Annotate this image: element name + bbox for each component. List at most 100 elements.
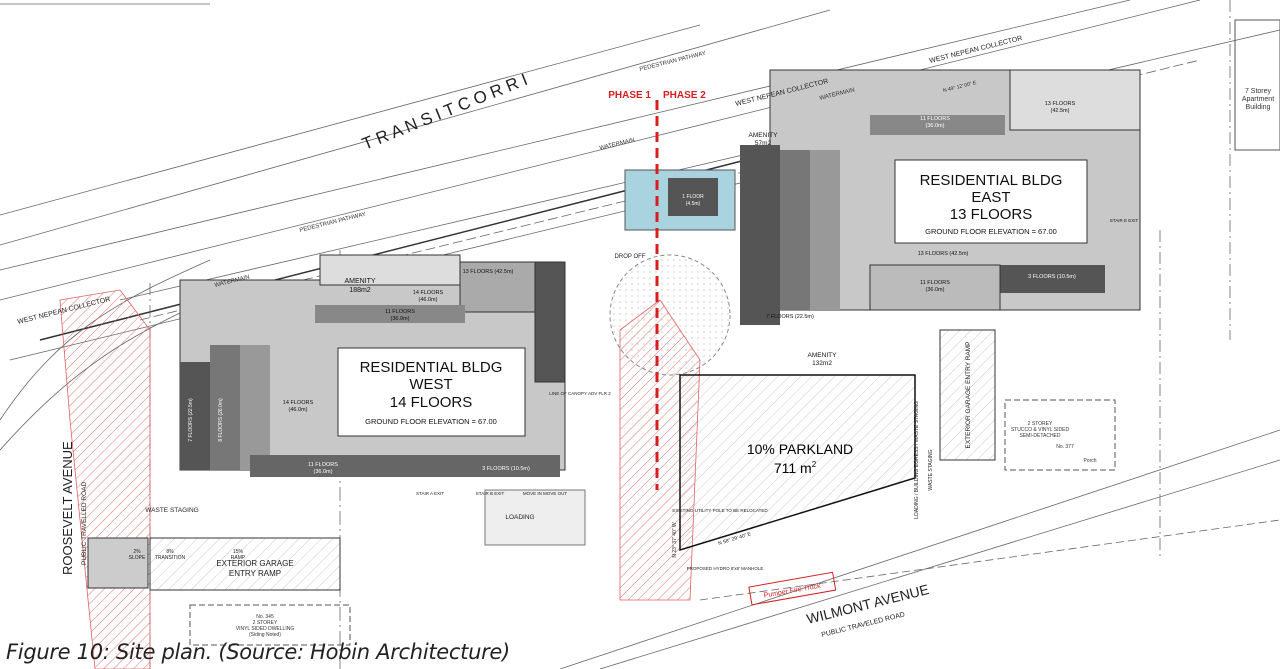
floors-label: (46.0m) <box>289 407 308 413</box>
floors-label: 14 FLOORS <box>413 290 444 296</box>
phase-1-label: PHASE 1 <box>608 90 651 101</box>
amenity-area: 57m2 <box>755 140 772 147</box>
east-building <box>740 69 1141 325</box>
floors-label: 7 FLOORS (22.5m) <box>766 314 814 320</box>
stair-label: STAIR B EXIT <box>476 491 505 496</box>
roosevelt-avenue-label: ROOSEVELT AVENUE <box>60 441 75 575</box>
floors-label: (36.0m) <box>314 469 333 475</box>
loading-area <box>484 489 586 546</box>
west-subtitle: WEST <box>409 376 452 393</box>
amenity-label: AMENITY <box>749 132 779 139</box>
floors-label: 1 FLOOR <box>682 194 704 200</box>
ramp-label: ENTRY RAMP <box>229 569 281 578</box>
address-label: No. 345 <box>256 614 274 620</box>
utility-note: EXISTING UTILITY POLE TO BE RELOCATED <box>672 508 768 513</box>
floors-label: 11 FLOORS <box>308 462 338 468</box>
floors-label: 7 FLOORS (22.5m) <box>188 398 194 442</box>
stair-label: STAIR E EXIT <box>1110 218 1139 223</box>
east-floors: 13 FLOORS <box>950 206 1033 223</box>
fire-truck: Pumper Fire Truck <box>748 571 837 606</box>
bearing-label: N 23° 37' 40" W <box>672 522 678 558</box>
waste-staging-label: WASTE STAGING <box>928 449 934 490</box>
west-ramp <box>149 537 341 591</box>
floors-label: (36.0m) <box>391 316 410 322</box>
west-elevation: GROUND FLOOR ELEVATION = 67.00 <box>365 417 497 426</box>
parkland-area: 711 m2 <box>774 460 817 476</box>
slope-area <box>87 537 149 589</box>
floors-label: 8 FLOORS (26.0m) <box>218 398 224 442</box>
east-ramp <box>939 329 996 461</box>
watermain-label: WATERMAIN <box>599 137 635 152</box>
ramp-percent-label: RAMP <box>231 555 246 561</box>
dwelling-label: SEMI-DETACHED <box>1019 433 1060 439</box>
transition-label: 8% <box>166 549 174 555</box>
phase-2-label: PHASE 2 <box>663 90 706 101</box>
dwelling-label: VINYL SIDED DWELLING <box>236 626 295 632</box>
slope-label: SLOPE <box>129 555 146 561</box>
floors-label: 13 FLOORS <box>1045 101 1076 107</box>
drop-off-circle <box>609 254 731 376</box>
stair-label: STAIR A EXIT <box>416 491 444 496</box>
dwelling-label: (Siding Noted) <box>249 632 281 638</box>
slope-label: 2% <box>133 549 141 555</box>
east-subtitle: EAST <box>971 189 1010 206</box>
move-in-label: MOVE IN MOVE OUT <box>523 491 568 496</box>
floors-label: (4.5m) <box>686 201 701 207</box>
floors-label: (36.0m) <box>926 287 945 293</box>
roosevelt-sub-label: PUBLIC TRAVELLED ROAD <box>81 481 88 565</box>
figure-caption: Figure 10: Site plan. (Source: Hobin Arc… <box>6 640 510 664</box>
dwelling-label: STUCCO & VINYL SIDED <box>1011 427 1070 433</box>
floors-label: 11 FLOORS <box>385 309 415 315</box>
drop-off-label: DROP OFF <box>615 254 646 260</box>
ramp-percent-label: 15% <box>233 549 244 555</box>
east-building-labels: RESIDENTIAL BLDG EAST 13 FLOORS GROUND F… <box>682 101 1138 367</box>
west-building-labels: RESIDENTIAL BLDG WEST 14 FLOORS GROUND F… <box>188 269 530 475</box>
floors-label: 11 FLOORS <box>920 280 950 286</box>
fire-truck-label: Pumper Fire Truck <box>763 583 821 600</box>
hydro-note: PROPOSED HYDRO 8'x8' MANHOLE <box>687 566 764 571</box>
transition-label: TRANSITION <box>155 555 186 561</box>
apartment-label: 7 Storey Apartment Building <box>1241 88 1275 111</box>
parkland-area-sup: 2 <box>812 460 817 469</box>
west-title: RESIDENTIAL BLDG <box>360 359 503 376</box>
porch-label: Porch <box>1083 458 1096 464</box>
floors-label: 3 FLOORS (10.5m) <box>482 466 530 472</box>
waste-staging-label: WASTE STAGING <box>145 507 198 514</box>
dwelling-label: 2 STOREY <box>253 620 278 626</box>
west-floors: 14 FLOORS <box>390 394 473 411</box>
amenity-label: AMENITY <box>344 278 375 285</box>
dwelling-label: 2 STOREY <box>1028 421 1053 427</box>
parkland-area-value: 711 m <box>774 460 812 476</box>
floors-label: 11 FLOORS <box>920 116 950 122</box>
neighbour-apartment <box>1234 19 1280 151</box>
floors-label: 14 FLOORS <box>283 400 314 406</box>
pedestrian-pathway-label: PEDESTRIAN PATHWAY <box>639 51 707 73</box>
ramp-label: EXTERIOR GARAGE ENTRY RAMP <box>965 341 972 448</box>
parkland <box>679 374 916 552</box>
floors-label: (36.0m) <box>926 123 945 129</box>
address-label: No. 377 <box>1056 444 1074 450</box>
amenity-label: AMENITY <box>808 352 838 359</box>
floors-label: 3 FLOORS (10.5m) <box>1028 274 1076 280</box>
floors-label: (42.5m) <box>1051 108 1070 114</box>
floors-label: 13 FLOORS (42.5m) <box>918 251 969 257</box>
east-title: RESIDENTIAL BLDG <box>920 172 1063 189</box>
ramp-label: EXTERIOR GARAGE <box>216 559 293 568</box>
neighbour-labels: No. 345 2 STOREY VINYL SIDED DWELLING (S… <box>236 421 1097 638</box>
amenity-area: 188m2 <box>349 287 371 294</box>
floors-label: 13 FLOORS (42.5m) <box>463 269 514 275</box>
collector-label: WEST NEPEAN COLLECTOR <box>929 35 1023 65</box>
parkland-title: 10% PARKLAND <box>747 441 853 457</box>
one-floor-block <box>668 178 718 216</box>
transit-corridor-label: T R A N S I T C O R R I <box>359 70 530 154</box>
neighbour-377 <box>1004 399 1116 471</box>
west-building <box>179 254 566 477</box>
loading-label: LOADING <box>505 514 534 521</box>
canopy-label: LINE OF CANOPY ADV FLR 2 <box>549 391 611 396</box>
east-elevation: GROUND FLOOR ELEVATION = 67.00 <box>925 227 1057 236</box>
floors-label: (46.0m) <box>419 297 438 303</box>
loading-egress-label: LOADING / BUILDING EGRESS / WASTE STAGIN… <box>914 401 920 519</box>
amenity-area: 132m2 <box>812 360 832 367</box>
neighbour-345 <box>189 604 351 646</box>
